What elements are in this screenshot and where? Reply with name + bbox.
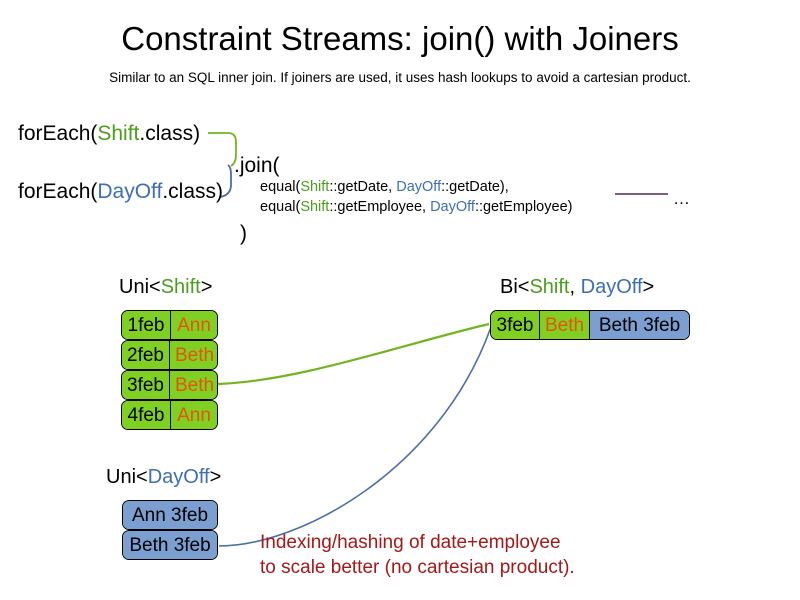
page-title: Constraint Streams: join() with Joiners: [121, 20, 679, 57]
uni-shift-suffix: >: [200, 276, 213, 298]
bi-tuple-row: 3feb Beth Beth 3feb: [490, 310, 690, 340]
code-joiner-equal-date: equal(Shift::getDate, DayOff::getDate),: [260, 178, 509, 197]
heading-uni-shift: Uni<Shift>: [119, 275, 212, 299]
joiner1-fn: equal(: [260, 179, 301, 195]
for-each-dayoff-type: DayOff: [97, 180, 163, 203]
joiner1-left-method: ::getDate,: [329, 179, 397, 195]
bi-tuple-date: 3feb: [491, 311, 539, 339]
shift-fact-date: 4feb: [122, 401, 170, 429]
shift-fact-date: 1feb: [122, 311, 170, 339]
joiner2-right-method: ::getEmployee): [474, 199, 573, 215]
bi-tuple-employee: Beth: [539, 311, 589, 339]
shift-fact-employee: Beth: [168, 341, 217, 369]
code-for-each-shift: forEach(Shift.class): [18, 121, 200, 146]
bi-suffix: >: [642, 276, 655, 298]
code-join-close: ): [240, 222, 247, 245]
dayoff-fact-label: Ann 3feb: [123, 501, 217, 529]
uni-dayoff-type: DayOff: [147, 466, 210, 488]
for-each-dayoff-prefix: forEach(: [18, 180, 98, 203]
joiner2-left-type: Shift: [300, 199, 330, 215]
heading-bi-shift-dayoff: Bi<Shift, DayOff>: [500, 275, 654, 299]
annotation-line-1: Indexing/hashing of date+employee: [260, 532, 561, 553]
shift-fact-row: 1feb Ann: [121, 310, 218, 340]
for-each-shift-suffix: .class): [139, 122, 201, 145]
code-ellipsis: …: [673, 189, 690, 208]
uni-shift-prefix: Uni<: [119, 276, 161, 298]
bi-tuple-dayoff: Beth 3feb: [589, 311, 689, 339]
code-joiner-equal-employee: equal(Shift::getEmployee, DayOff::getEmp…: [260, 198, 572, 217]
joiner2-right-type: DayOff: [430, 199, 475, 215]
page-subtitle: Similar to an SQL inner join. If joiners…: [109, 70, 691, 85]
for-each-shift-type: Shift: [97, 122, 140, 145]
joiner2-left-method: ::getEmployee,: [329, 199, 431, 215]
shift-fact-row: 4feb Ann: [121, 400, 218, 430]
shift-fact-date: 3feb: [122, 371, 169, 399]
for-each-dayoff-suffix: .class): [162, 180, 224, 203]
annotation-line-2: to scale better (no cartesian product).: [260, 557, 575, 578]
bi-type-b: DayOff: [580, 276, 643, 298]
shift-fact-date: 2feb: [122, 341, 169, 369]
dayoff-fact-row: Beth 3feb: [122, 530, 218, 560]
code-join-open: .join(: [234, 154, 280, 177]
joiner2-fn: equal(: [260, 199, 301, 215]
shift-fact-employee: Ann: [170, 311, 217, 339]
bi-separator: ,: [569, 276, 581, 298]
uni-dayoff-prefix: Uni<: [106, 466, 148, 488]
shift-fact-employee: Beth: [168, 371, 217, 399]
uni-dayoff-suffix: >: [209, 466, 222, 488]
annotation-text: Indexing/hashing of date+employee to sca…: [260, 530, 575, 580]
joiner1-right-type: DayOff: [396, 179, 442, 195]
shift-fact-row: 3feb Beth: [121, 370, 218, 400]
heading-uni-dayoff: Uni<DayOff>: [106, 465, 221, 489]
joiner1-right-method: ::getDate),: [441, 179, 509, 195]
dayoff-fact-row: Ann 3feb: [122, 500, 218, 530]
bi-type-a: Shift: [529, 276, 570, 298]
code-for-each-dayoff: forEach(DayOff.class): [18, 179, 223, 204]
dayoff-fact-label: Beth 3feb: [123, 531, 217, 559]
bi-prefix: Bi<: [500, 276, 530, 298]
uni-shift-type: Shift: [160, 276, 201, 298]
shift-fact-employee: Ann: [170, 401, 217, 429]
for-each-shift-prefix: forEach(: [18, 122, 98, 145]
shift-fact-row: 2feb Beth: [121, 340, 218, 370]
joiner1-left-type: Shift: [300, 179, 330, 195]
